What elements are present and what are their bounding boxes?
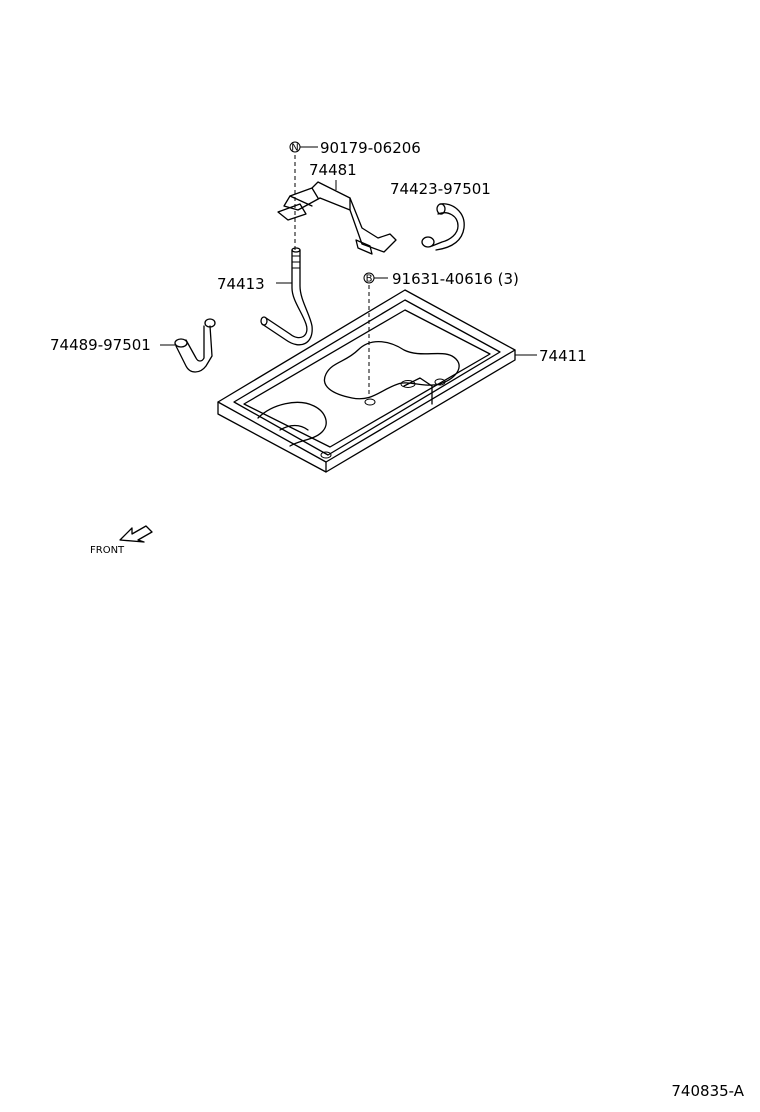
label-tray: 74411 <box>539 347 587 365</box>
bolt-symbol: B <box>363 272 375 285</box>
front-label: FRONT <box>90 545 125 556</box>
figure-reference-number: 740835-A <box>671 1082 744 1100</box>
battery-tray-drawing <box>217 289 516 473</box>
bolt-symbol-letter: B <box>366 274 373 285</box>
stay-bracket-drawing <box>277 181 397 255</box>
label-clamp-nut: 90179-06206 <box>320 139 421 157</box>
nut-symbol-letter: N <box>291 143 298 154</box>
label-bolt: 91631-40616 (3) <box>392 270 519 288</box>
pipe-drawing <box>260 247 313 346</box>
label-hose-left: 74489-97501 <box>50 336 151 354</box>
hose-left-drawing <box>174 318 216 373</box>
nut-symbol: N <box>289 141 301 154</box>
front-direction-indicator: FRONT <box>90 525 153 556</box>
label-pipe: 74413 <box>217 275 265 293</box>
front-arrow-icon <box>119 525 153 543</box>
label-hose-right: 74423-97501 <box>390 180 491 198</box>
hose-right-drawing <box>421 203 465 251</box>
label-stay: 74481 <box>309 161 357 179</box>
